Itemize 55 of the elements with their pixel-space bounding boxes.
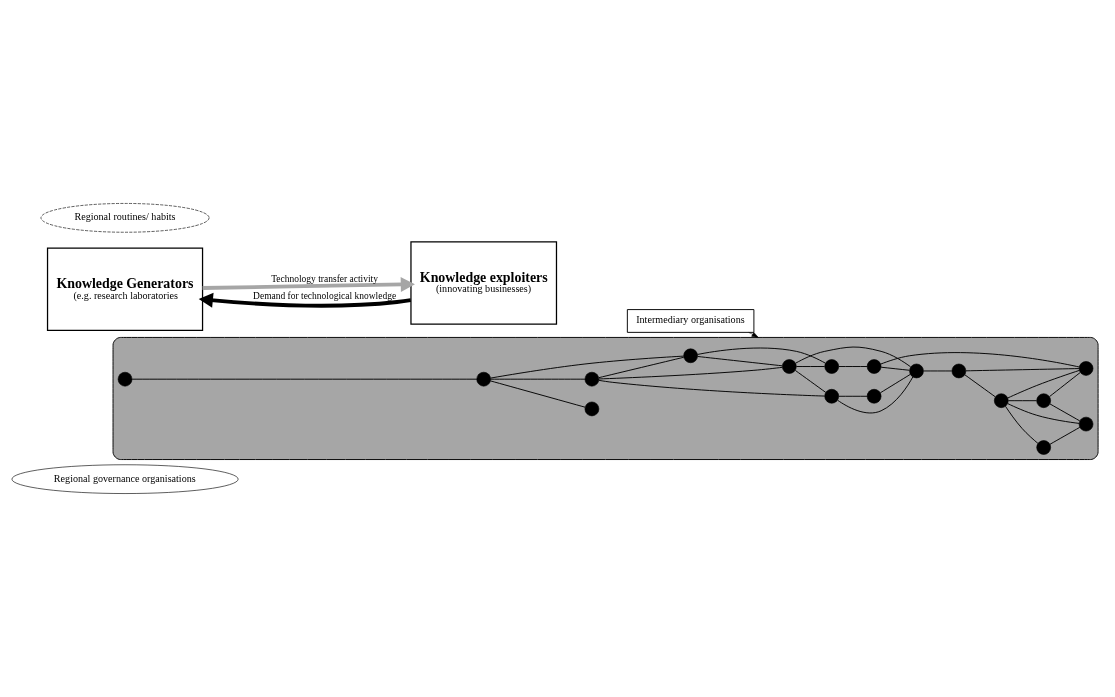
- connector: [795, 366, 826, 367]
- connector: [1007, 400, 1037, 402]
- node-circle: [1078, 361, 1094, 376]
- connector: [598, 379, 826, 397]
- node-circle: [994, 393, 1009, 408]
- connector: [879, 374, 911, 394]
- connector: [965, 368, 1080, 372]
- connector: [490, 380, 586, 408]
- edge-label: Technology transfer activity: [271, 273, 378, 284]
- connector: [697, 347, 826, 364]
- connector: [598, 356, 685, 379]
- node-ellipse: Regional governance organisations: [11, 464, 239, 494]
- edge-label: Demand for technological knowledge: [253, 290, 397, 301]
- connector: [838, 395, 868, 397]
- arrow: [748, 332, 759, 338]
- connector: [490, 355, 685, 379]
- node-circle: [866, 359, 882, 374]
- node-box: Knowledge Generators (e.g. research laboratories: [46, 247, 204, 332]
- node-circle: [782, 359, 797, 374]
- arrow: [198, 292, 412, 308]
- connector: [598, 366, 783, 380]
- node-circle: [584, 401, 600, 417]
- node-circle: [476, 371, 491, 387]
- node-ellipse: Regional routines/ habits: [40, 203, 210, 233]
- connector: [697, 356, 783, 367]
- node-circle: [1078, 416, 1094, 432]
- connector: [1049, 403, 1081, 422]
- connector: [1007, 403, 1080, 424]
- node-circle: [584, 371, 600, 387]
- node-circle: [1036, 440, 1051, 455]
- connector: [1007, 369, 1080, 399]
- node-circle: [909, 363, 924, 379]
- connector: [837, 376, 914, 414]
- connector: [490, 378, 586, 380]
- connector: [131, 378, 478, 380]
- cluster: [112, 336, 1099, 460]
- node-circle: [117, 371, 133, 387]
- connector: [794, 369, 827, 393]
- node-box: Knowledge exploiters (innovating businesses): [410, 241, 558, 325]
- node-circle: [683, 348, 698, 364]
- connector: [1049, 426, 1081, 445]
- connector: [795, 346, 912, 368]
- connector: [838, 366, 868, 367]
- arrow: [202, 277, 415, 292]
- node-circle: [866, 389, 882, 404]
- connector: [1005, 405, 1039, 444]
- connector: [923, 370, 953, 372]
- connector: [964, 374, 996, 398]
- node-circle: [1036, 393, 1051, 408]
- connector: [880, 366, 910, 371]
- node-circle: [824, 359, 839, 374]
- node-circle: [951, 363, 967, 379]
- connector: [880, 352, 1080, 368]
- node-circle: [824, 389, 839, 404]
- connector: [1049, 372, 1081, 398]
